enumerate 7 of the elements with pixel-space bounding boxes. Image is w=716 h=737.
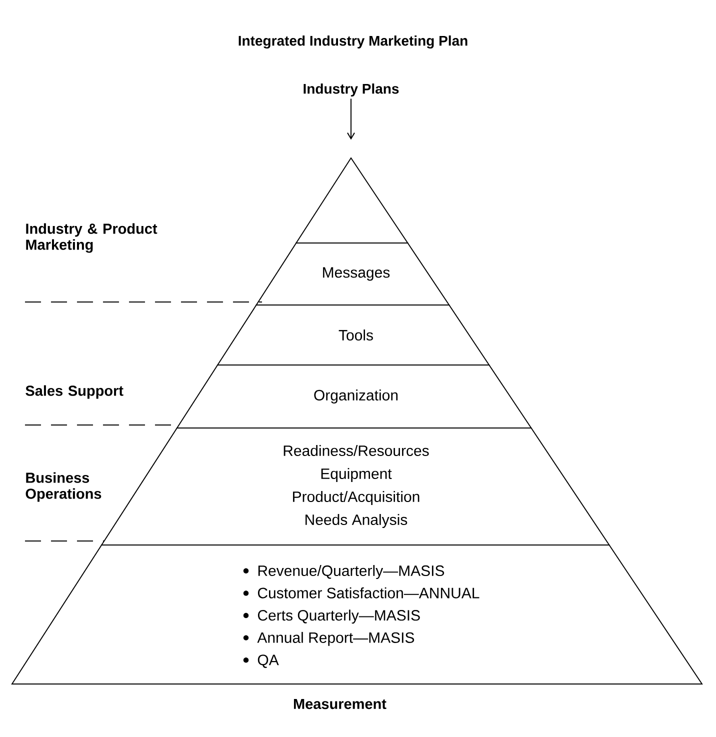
arrow: [347, 98, 355, 140]
section-label: Business Operations: [26, 472, 102, 502]
section-label: Industry & Product Marketing: [26, 223, 158, 253]
heading-text: Industry Plans: [304, 83, 399, 97]
section-label: Measurement: [294, 698, 386, 710]
title: Integrated Industry Marketing Plan: [238, 35, 468, 49]
section-label: Sales Support: [26, 385, 124, 399]
